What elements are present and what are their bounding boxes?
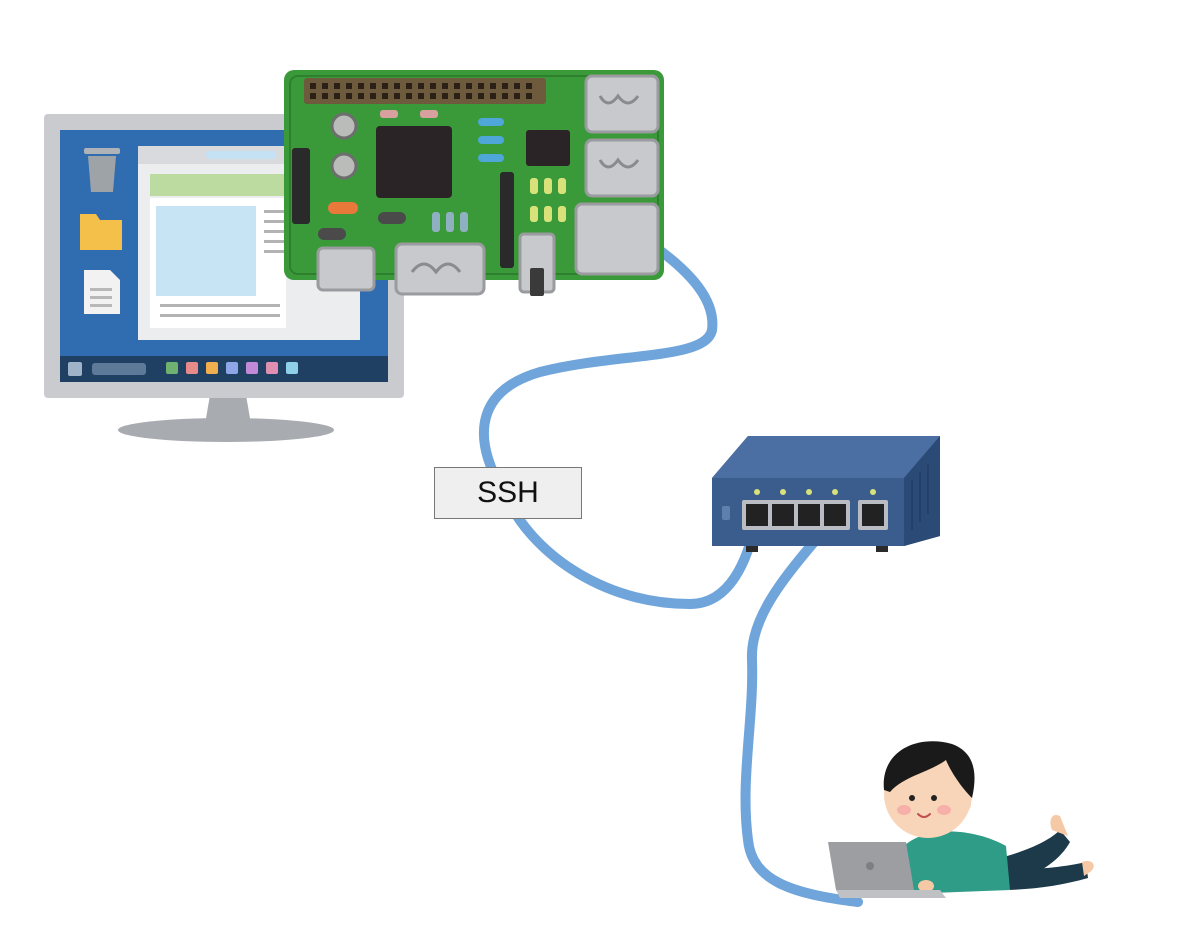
- trash-icon: [84, 148, 120, 192]
- network-switch-icon: [712, 436, 940, 552]
- ssh-label-text: SSH: [477, 476, 539, 509]
- cable-raspberrypi-to-switch: [478, 241, 761, 610]
- person-with-laptop-icon: [828, 741, 1094, 898]
- document-icon: [84, 270, 120, 314]
- laptop-icon: [828, 842, 946, 898]
- folder-icon: [80, 214, 122, 250]
- cable-switch-to-laptop: [740, 519, 863, 907]
- ssh-label: SSH: [434, 467, 582, 519]
- raspberry-pi-icon: [284, 70, 664, 296]
